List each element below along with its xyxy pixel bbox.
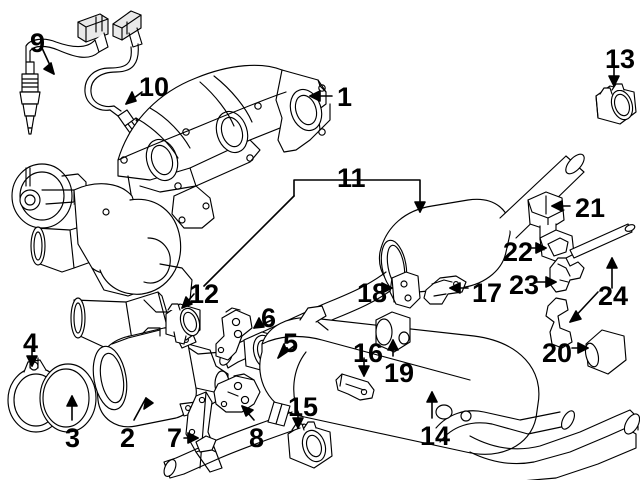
part-pipe-clamp-12 [165, 303, 201, 345]
callout-14: 14 [420, 421, 451, 451]
part-hanger-bracket-8 [213, 373, 261, 413]
part-exhaust-tip-20 [584, 329, 627, 375]
callout-15: 15 [288, 392, 319, 422]
part-rubber-mount-18 [389, 271, 421, 309]
part-turbocharger [11, 163, 193, 363]
callout-9: 9 [30, 28, 46, 58]
leader-lines [26, 47, 620, 444]
callout-20: 20 [542, 338, 573, 368]
part-bracket-6 [215, 307, 253, 361]
part-rubber-bushing-19 [375, 311, 411, 353]
callout-19: 19 [384, 358, 415, 388]
callout-16: 16 [353, 338, 384, 368]
callout-1: 1 [337, 82, 353, 112]
part-oxygen-sensor-upstream [19, 13, 109, 135]
callout-7: 7 [167, 423, 183, 453]
callout-5: 5 [283, 328, 299, 358]
callout-18: 18 [357, 278, 388, 308]
callout-13: 13 [605, 44, 636, 74]
callout-22: 22 [503, 237, 534, 267]
part-hook-bracket [545, 297, 573, 349]
part-support-strap-23 [549, 257, 585, 293]
part-rear-muffler [163, 305, 640, 480]
callout-24: 24 [598, 281, 629, 311]
callout-4: 4 [23, 328, 39, 358]
part-support-bracket-7 [185, 391, 223, 473]
part-exhaust-manifold [117, 64, 331, 229]
part-hanger-rod-16 [335, 373, 375, 401]
callout-23: 23 [509, 270, 540, 300]
part-tailpipe-clamp [595, 83, 637, 125]
callout-17: 17 [472, 278, 503, 308]
part-tension-rod-24 [569, 223, 636, 259]
callout-21: 21 [575, 193, 606, 223]
callout-6: 6 [261, 303, 277, 333]
callout-2: 2 [120, 423, 136, 453]
part-gasket-ring [39, 363, 97, 433]
callout-11: 11 [337, 163, 366, 193]
part-exhaust-clamp-15 [287, 421, 333, 469]
part-muffler-bracket-17 [423, 275, 467, 305]
callout-12: 12 [189, 279, 220, 309]
callout-10: 10 [139, 72, 170, 102]
callout-3: 3 [65, 423, 81, 453]
callout-8: 8 [249, 423, 265, 453]
